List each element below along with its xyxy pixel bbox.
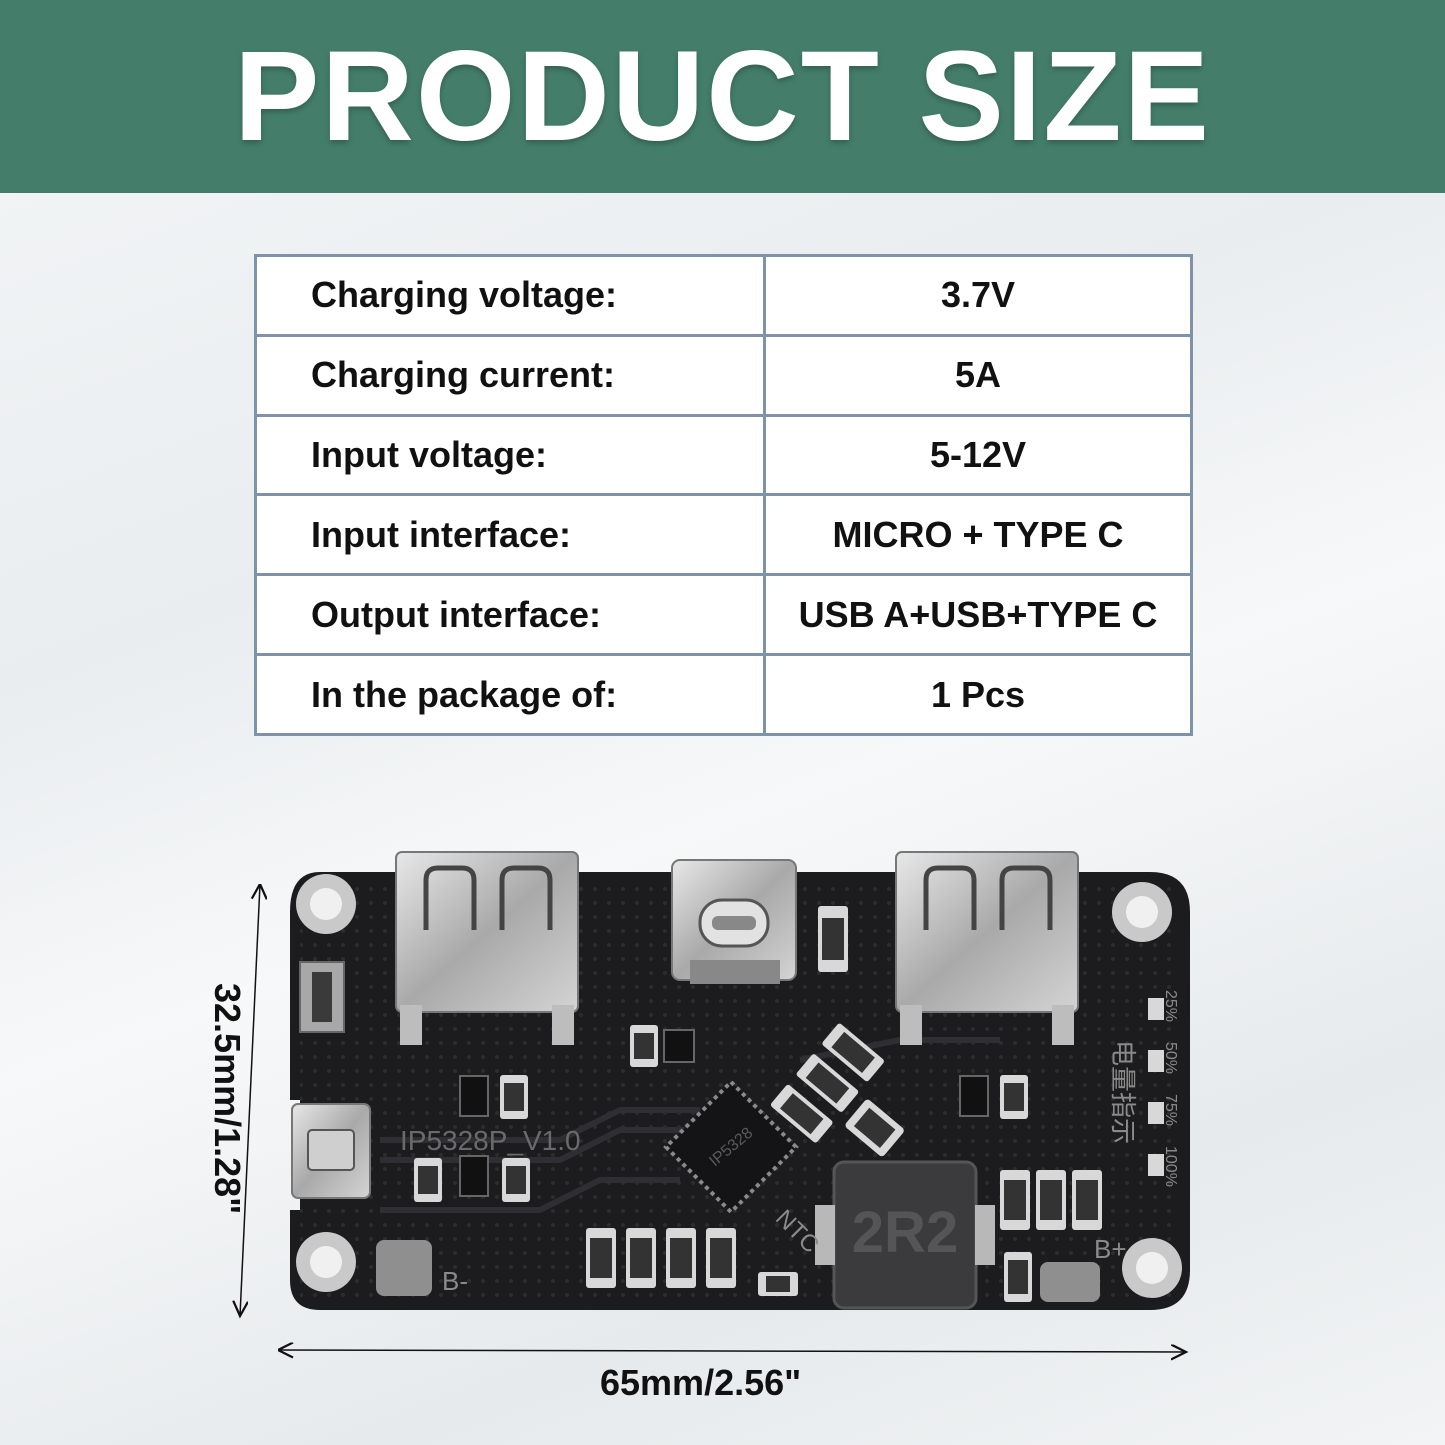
width-dimension-label: 65mm/2.56" bbox=[600, 1362, 802, 1403]
silkscreen-model: IP5328P_V1.0 bbox=[400, 1125, 581, 1156]
inductor: 2R2 bbox=[832, 1160, 978, 1310]
spec-label: In the package of: bbox=[254, 653, 766, 736]
spec-label: Charging voltage: bbox=[254, 254, 766, 337]
usb-a-port-right bbox=[895, 851, 1079, 1045]
spec-value: 5A bbox=[763, 333, 1193, 417]
micro-usb-port bbox=[291, 1103, 371, 1199]
height-dimension-line bbox=[240, 884, 260, 1316]
banner-title: PRODUCT SIZE bbox=[234, 24, 1211, 168]
battery-pads bbox=[376, 1205, 1100, 1302]
spec-value: MICRO + TYPE C bbox=[763, 493, 1193, 577]
battery-leds bbox=[1148, 998, 1164, 1176]
usb-a-port-left bbox=[395, 851, 579, 1045]
table-row: Output interface: USB A+USB+TYPE C bbox=[254, 573, 1193, 657]
table-row: Input voltage: 5-12V bbox=[254, 413, 1193, 497]
led-label-50: 50% bbox=[1162, 1042, 1179, 1074]
spec-label: Input interface: bbox=[254, 493, 766, 577]
height-dimension-label: 32.5mm/1.28" bbox=[207, 983, 248, 1215]
silkscreen-b-minus: B- bbox=[442, 1266, 468, 1296]
spec-value: USB A+USB+TYPE C bbox=[763, 573, 1193, 657]
spec-label: Output interface: bbox=[254, 573, 766, 657]
spec-value: 3.7V bbox=[763, 254, 1193, 337]
table-row: Charging voltage: 3.7V bbox=[254, 254, 1193, 337]
led-label-25: 25% bbox=[1162, 990, 1179, 1022]
spec-table: Charging voltage: 3.7V Charging current:… bbox=[254, 254, 1193, 736]
led-label-75: 75% bbox=[1162, 1094, 1179, 1126]
silkscreen-battery-indicator: 电量指示 bbox=[1107, 1040, 1137, 1144]
table-row: Input interface: MICRO + TYPE C bbox=[254, 493, 1193, 577]
table-row: Charging current: 5A bbox=[254, 333, 1193, 417]
usb-c-port-top bbox=[671, 859, 797, 984]
spec-value: 1 Pcs bbox=[763, 653, 1193, 736]
width-dimension-line bbox=[278, 1350, 1186, 1352]
spec-label: Charging current: bbox=[254, 333, 766, 417]
header-banner: PRODUCT SIZE bbox=[0, 0, 1445, 193]
spec-label: Input voltage: bbox=[254, 413, 766, 497]
table-row: In the package of: 1 Pcs bbox=[254, 653, 1193, 736]
led-label-100: 100% bbox=[1162, 1146, 1179, 1187]
push-button bbox=[299, 961, 345, 1033]
inductor-marking: 2R2 bbox=[852, 1200, 958, 1265]
spec-value: 5-12V bbox=[763, 413, 1193, 497]
smd-components bbox=[414, 906, 1102, 1302]
silkscreen-b-plus: B+ bbox=[1094, 1234, 1127, 1264]
mounting-holes bbox=[296, 874, 1182, 1298]
main-ic-chip: IP5328 bbox=[663, 1079, 799, 1215]
